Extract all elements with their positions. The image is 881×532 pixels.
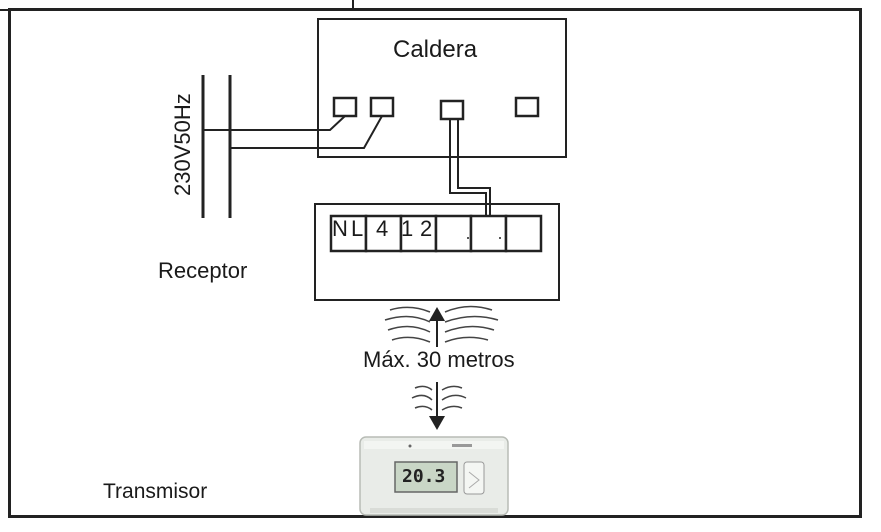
up-arrow-head — [429, 307, 445, 321]
distance-label: Máx. 30 metros — [361, 347, 517, 373]
thermostat-device — [359, 436, 509, 516]
receiver-box — [314, 203, 560, 301]
boiler-terminal-4 — [514, 96, 540, 118]
terminal-label-1: 1 — [401, 216, 414, 241]
thermostat-display — [394, 461, 458, 493]
transmitter-label: Transmisor — [103, 480, 208, 503]
wire-power-1 — [203, 115, 346, 131]
wire-power-2 — [230, 115, 383, 149]
lower-signal-waves — [411, 385, 467, 411]
boiler-terminal-1 — [332, 96, 358, 118]
wire-boiler-receiver-b — [457, 119, 491, 216]
boiler-label: Caldera — [393, 36, 478, 63]
terminal-label-l: L — [351, 216, 364, 241]
thermostat-display-value: 20.3 — [402, 466, 446, 487]
boiler-terminal-2 — [369, 96, 395, 118]
wire-boiler-receiver-a — [449, 119, 487, 216]
receiver-terminal-block — [329, 214, 543, 253]
terminal-label-4: 4 — [376, 216, 389, 241]
down-arrow-head — [429, 416, 445, 430]
boiler-box — [317, 18, 567, 158]
terminal-label-2: 2 — [420, 216, 433, 241]
receiver-label: Receptor — [158, 258, 248, 283]
boiler-terminal-3 — [439, 99, 465, 121]
diagram-frame — [8, 8, 862, 518]
terminal-label-n: N — [332, 216, 348, 241]
upper-signal-waves — [384, 305, 499, 343]
thermostat-button — [463, 461, 485, 495]
power-supply-label: 230V50Hz — [170, 93, 195, 196]
